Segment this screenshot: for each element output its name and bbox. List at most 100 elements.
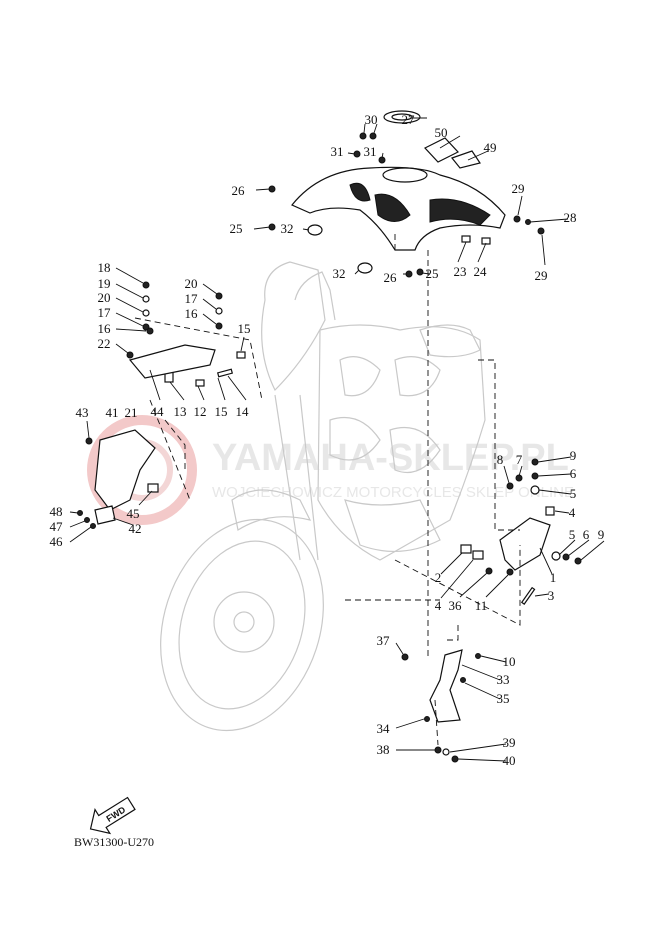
collar-36 bbox=[485, 567, 493, 575]
damper-2 bbox=[460, 544, 472, 554]
callout-label-23: 23 bbox=[454, 264, 467, 279]
callout-label-3: 3 bbox=[548, 588, 555, 603]
callout-label-48: 48 bbox=[50, 504, 63, 519]
callout-label-13: 13 bbox=[174, 404, 187, 419]
callout-label-47: 47 bbox=[50, 519, 64, 534]
callout-label-4: 4 bbox=[569, 505, 576, 520]
bolt-18 bbox=[142, 281, 150, 289]
callout-label-35: 35 bbox=[497, 691, 510, 706]
callout-label-27: 27 bbox=[402, 112, 416, 127]
collar-29a bbox=[513, 215, 521, 223]
callout-label-39: 39 bbox=[503, 735, 516, 750]
crankcase-outline bbox=[344, 499, 441, 552]
callout-label-7: 7 bbox=[516, 452, 523, 467]
damper-32a bbox=[307, 224, 323, 236]
callout-label-14: 14 bbox=[236, 404, 250, 419]
callout-label-29: 29 bbox=[512, 181, 525, 196]
bolt-20b bbox=[215, 292, 223, 300]
callout-label-49: 49 bbox=[484, 140, 497, 155]
bolt-11 bbox=[506, 568, 514, 576]
washer-19 bbox=[142, 295, 150, 303]
brake-disc-outline bbox=[213, 591, 275, 653]
damper-4b bbox=[472, 550, 484, 560]
callout-label-25: 25 bbox=[230, 221, 243, 236]
bolt-30b bbox=[369, 132, 377, 140]
callout-label-21: 21 bbox=[125, 405, 138, 420]
callout-label-9: 9 bbox=[598, 527, 605, 542]
watermark-logo-ring bbox=[87, 415, 197, 525]
callout-label-25: 25 bbox=[426, 266, 439, 281]
engine-detail-2-outline bbox=[329, 416, 441, 474]
collar-38 bbox=[434, 746, 442, 754]
callout-label-32: 32 bbox=[333, 266, 346, 281]
collar-17b bbox=[215, 307, 223, 315]
front-wheel-outline bbox=[160, 518, 324, 732]
windscreen-outline bbox=[294, 271, 336, 321]
bolt-48 bbox=[77, 510, 83, 516]
callout-label-16: 16 bbox=[185, 306, 199, 321]
fuel-tank-group bbox=[291, 166, 506, 251]
bracket-plate bbox=[128, 344, 216, 379]
washer-6b bbox=[562, 553, 570, 561]
damper-32b bbox=[357, 262, 373, 274]
label-sticker-49 bbox=[451, 150, 481, 169]
diagram-code: BW31300-U270 bbox=[74, 835, 154, 849]
fuel-cap-cover-inner bbox=[391, 113, 413, 121]
callout-label-28: 28 bbox=[564, 210, 577, 225]
callout-label-20: 20 bbox=[98, 290, 111, 305]
callout-label-20: 20 bbox=[185, 276, 198, 291]
bolt-22 bbox=[126, 351, 134, 359]
bolt-30a bbox=[359, 132, 367, 140]
tank-shroud-right bbox=[429, 198, 491, 226]
callout-label-16: 16 bbox=[98, 321, 112, 336]
frame-outline bbox=[419, 324, 481, 358]
washer-47 bbox=[84, 517, 90, 523]
front-fender-outline bbox=[231, 489, 312, 531]
side-cover-41 bbox=[94, 429, 156, 511]
collar-17a bbox=[142, 323, 150, 331]
callout-label-17: 17 bbox=[185, 291, 199, 306]
callout-label-19: 19 bbox=[98, 276, 111, 291]
callout-label-30: 30 bbox=[365, 112, 378, 127]
motorcycle-ghost-outline bbox=[160, 261, 486, 732]
callout-label-11: 11 bbox=[475, 598, 488, 613]
watermark: YAMAHA-SKLEP.PL WOJCIECHOWICZ MOTORCYCLE… bbox=[87, 415, 574, 525]
callout-label-40: 40 bbox=[503, 753, 516, 768]
callout-label-17: 17 bbox=[98, 305, 112, 320]
callout-label-43: 43 bbox=[76, 405, 89, 420]
callout-label-42: 42 bbox=[129, 521, 142, 536]
bolt-9a bbox=[531, 458, 539, 466]
bolt-9b bbox=[574, 557, 582, 565]
callout-label-50: 50 bbox=[435, 125, 448, 140]
watermark-title: YAMAHA-SKLEP.PL bbox=[212, 437, 569, 479]
fork-outline bbox=[274, 394, 319, 561]
grommet-16b bbox=[215, 322, 223, 330]
callout-label-26: 26 bbox=[232, 183, 246, 198]
damper-15a bbox=[236, 351, 246, 359]
callout-label-38: 38 bbox=[377, 742, 390, 757]
bolt-40 bbox=[451, 755, 459, 763]
forward-arrow: FWD bbox=[89, 796, 136, 835]
engine-detail-outline bbox=[339, 356, 441, 397]
callout-label-8: 8 bbox=[497, 452, 504, 467]
callout-label-31: 31 bbox=[331, 144, 344, 159]
callout-label-26: 26 bbox=[384, 270, 398, 285]
callout-label-36: 36 bbox=[449, 598, 463, 613]
callout-label-29: 29 bbox=[535, 268, 548, 283]
washer-20a bbox=[142, 309, 150, 317]
grommet-5b bbox=[551, 551, 561, 561]
callout-label-37: 37 bbox=[377, 633, 391, 648]
callout-label-6: 6 bbox=[570, 466, 577, 481]
damper-23 bbox=[461, 235, 471, 243]
strip-3 bbox=[520, 586, 536, 605]
callout-label-32: 32 bbox=[281, 221, 294, 236]
label-sticker-50 bbox=[424, 137, 459, 163]
plate-42 bbox=[94, 505, 116, 525]
bolt-43 bbox=[85, 437, 93, 445]
nut-25b bbox=[416, 268, 424, 276]
bolt-28 bbox=[525, 219, 531, 225]
callout-label-2: 2 bbox=[435, 570, 442, 585]
fwd-arrow-shape bbox=[89, 796, 136, 835]
callout-label-5: 5 bbox=[569, 527, 576, 542]
